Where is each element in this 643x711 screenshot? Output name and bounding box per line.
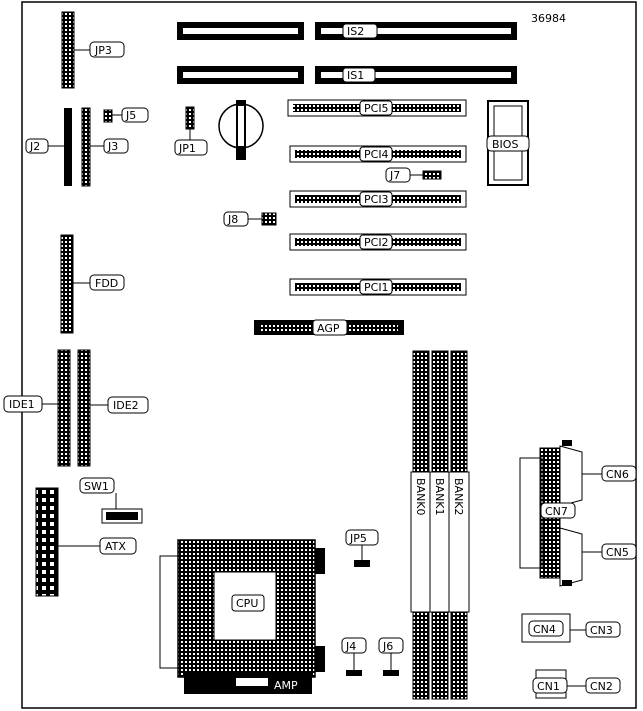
j5-jumper: J5 [103,107,149,123]
fdd-label: FDD [95,277,118,290]
j4-label: J4 [345,640,356,653]
bios-label: BIOS [492,138,518,151]
cn4-label: CN4 [533,623,556,636]
ide2-connector: IDE2 [77,349,149,467]
bank2-slot: BANK2 [448,350,470,700]
pci5-slot: PCI5 [287,99,467,117]
pci3-label: PCI3 [364,193,389,206]
pci1-slot: PCI1 [289,278,467,296]
cn3-connector: CN3 [570,621,621,638]
cn1-label: CN1 [537,680,560,693]
cpu-socket: CPU AMP [159,539,325,694]
sw1-switch: SW1 [79,477,143,524]
jp5-jumper: JP5 [345,529,379,567]
atx-connector: ATX [35,487,137,597]
j8-label: J8 [227,213,238,226]
amp-label: AMP [274,679,298,692]
j3-label: J3 [107,140,118,153]
is2-slot: IS2 [177,22,517,40]
bank1-slot: BANK1 [429,350,451,700]
cn3-label: CN3 [590,624,613,637]
cn6-label: CN6 [606,468,629,481]
pci2-slot: PCI2 [289,233,467,251]
bios-chip: BIOS [486,100,530,186]
is1-slot: IS1 [177,66,517,84]
pci3-slot: PCI3 [289,190,467,208]
jp3-header: JP3 [61,11,125,89]
ide2-label: IDE2 [113,399,139,412]
j3-header: J3 [81,107,129,187]
j4-jumper: J4 [341,637,367,676]
j5-label: J5 [125,109,136,122]
pci2-label: PCI2 [364,236,389,249]
bank2-label: BANK2 [452,478,465,516]
cn2-connector: CN2 [567,677,621,694]
bank0-label: BANK0 [414,478,427,516]
jp5-label: JP5 [349,532,367,545]
ide1-connector: IDE1 [3,349,71,467]
pci1-label: PCI1 [364,281,389,294]
battery [218,100,264,160]
bank1-label: BANK1 [433,478,446,516]
j6-jumper: J6 [378,637,404,676]
cn5-label: CN5 [606,546,629,559]
pci4-label: PCI4 [364,148,389,161]
pci4-slot: PCI4 [289,145,467,163]
cn6-connector: CN6 [582,465,637,482]
jp1-jumper: JP1 [174,106,208,156]
jp3-label: JP3 [94,44,112,57]
j6-label: J6 [382,640,393,653]
cpu-label: CPU [236,597,258,610]
cn7-connector-block: CN7 [519,440,583,587]
j7-jumper: J7 [385,167,442,183]
fdd-connector: FDD [60,234,125,334]
j7-label: J7 [389,169,400,182]
j2-header: J2 [25,108,72,186]
j2-label: J2 [29,140,40,153]
ide1-label: IDE1 [9,398,35,411]
agp-slot: AGP [254,319,404,336]
is1-label: IS1 [347,69,364,82]
pci5-label: PCI5 [364,102,389,115]
atx-label: ATX [105,540,126,553]
jp1-label: JP1 [178,142,196,155]
cn2-label: CN2 [590,680,613,693]
board-id-number: 36984 [531,12,566,25]
agp-label: AGP [317,322,340,335]
sw1-label: SW1 [84,480,109,493]
cn4-connector: CN4 [521,613,571,643]
bank0-slot: BANK0 [410,350,432,700]
cn1-connector: CN1 [532,669,568,699]
is2-label: IS2 [347,25,364,38]
cn5-connector: CN5 [582,543,637,560]
j8-jumper: J8 [223,211,277,227]
cn7-label: CN7 [545,505,568,518]
